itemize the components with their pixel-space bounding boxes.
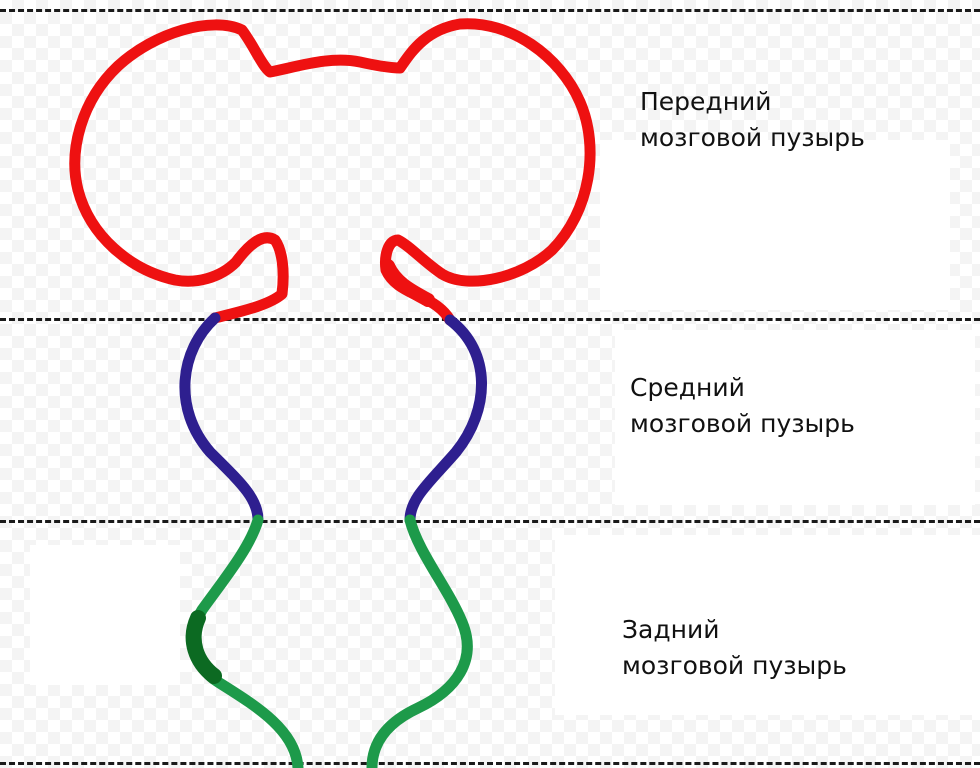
label-hindbrain-line2: мозговой пузырь xyxy=(622,648,847,684)
label-forebrain: Передний мозговой пузырь xyxy=(640,84,865,156)
label-hindbrain: Задний мозговой пузырь xyxy=(622,612,847,684)
label-forebrain-line1: Передний xyxy=(640,84,865,120)
label-forebrain-line2: мозговой пузырь xyxy=(640,120,865,156)
hindbrain-dark-patch xyxy=(194,618,214,676)
label-hindbrain-line1: Задний xyxy=(622,612,847,648)
forebrain-thick-stub xyxy=(388,266,428,300)
midbrain-outline-right xyxy=(410,320,482,520)
hindbrain-outline-left xyxy=(193,520,298,768)
label-midbrain: Средний мозговой пузырь xyxy=(630,370,855,442)
midbrain-outline-left xyxy=(185,318,258,520)
hindbrain-outline-right xyxy=(372,520,467,768)
label-midbrain-line1: Средний xyxy=(630,370,855,406)
forebrain-outline xyxy=(75,24,590,320)
label-midbrain-line2: мозговой пузырь xyxy=(630,406,855,442)
